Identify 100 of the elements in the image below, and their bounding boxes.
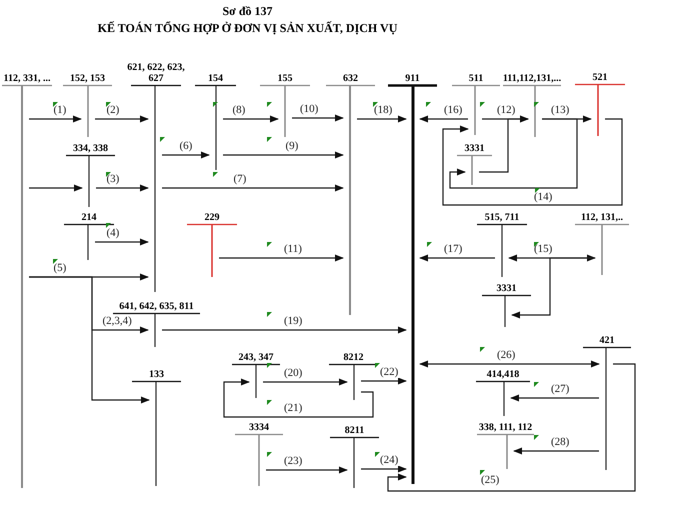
edge-label: (8) bbox=[232, 105, 246, 116]
t-account bbox=[482, 282, 531, 327]
edge-label: (20) bbox=[283, 368, 304, 379]
account-number: 155 bbox=[278, 73, 292, 84]
arrow bbox=[95, 238, 149, 246]
arrow bbox=[361, 465, 407, 473]
edge-label: (17) bbox=[443, 244, 464, 255]
arrow bbox=[223, 378, 374, 418]
account-number: 154 bbox=[208, 73, 223, 84]
account-number: 229 bbox=[204, 212, 220, 223]
arrow bbox=[29, 184, 83, 192]
account-number: 3331 bbox=[464, 143, 484, 154]
arrow bbox=[223, 115, 279, 123]
account-number: 641, 642, 635, 811 bbox=[119, 301, 194, 312]
arrow bbox=[510, 394, 599, 402]
edge-label: (2) bbox=[106, 105, 120, 116]
account-number: 152, 153 bbox=[70, 73, 105, 84]
edge-label: (2,3,4) bbox=[102, 316, 133, 327]
arrow bbox=[357, 115, 407, 123]
t-account bbox=[235, 421, 283, 486]
t-account bbox=[476, 368, 530, 416]
account-number: 911 bbox=[405, 73, 420, 84]
account-number: 243, 347 bbox=[238, 352, 274, 363]
arrow bbox=[95, 115, 149, 123]
edge-label: (26) bbox=[496, 350, 516, 361]
edge-label: (27) bbox=[550, 384, 570, 395]
arrow bbox=[266, 466, 348, 474]
arrow bbox=[479, 115, 529, 173]
account-number: 515, 711 bbox=[484, 212, 520, 223]
arrow bbox=[162, 184, 344, 192]
account-number: 414,418 bbox=[486, 369, 520, 380]
arrow bbox=[419, 115, 468, 123]
t-account bbox=[187, 211, 237, 277]
edge-label: (19) bbox=[283, 316, 304, 327]
edge-label: (12) bbox=[496, 105, 516, 116]
edge-label: (21) bbox=[283, 403, 304, 414]
t-account bbox=[326, 72, 375, 315]
account-number: 8211 bbox=[344, 425, 364, 436]
edge-label: (23) bbox=[283, 456, 304, 467]
edge-label: (1) bbox=[52, 105, 68, 116]
arrow bbox=[361, 377, 407, 385]
account-number: 421 bbox=[600, 335, 614, 346]
t-account bbox=[2, 72, 52, 488]
edge-label: (15) bbox=[533, 244, 554, 255]
edge-label: (3) bbox=[106, 174, 120, 185]
edge-label: (18) bbox=[373, 105, 394, 116]
edge-label: (16) bbox=[443, 105, 464, 116]
account-number: 8212 bbox=[344, 352, 364, 363]
arrow bbox=[442, 118, 623, 206]
arrow bbox=[513, 447, 599, 455]
edge-label: (6) bbox=[178, 141, 194, 152]
arrow bbox=[219, 254, 344, 262]
arrow bbox=[162, 151, 210, 159]
edge-label: (25) bbox=[480, 475, 500, 486]
t-account bbox=[132, 368, 181, 486]
account-number: 632 bbox=[343, 73, 358, 84]
account-number: 3334 bbox=[249, 422, 269, 433]
t-account bbox=[477, 211, 527, 277]
edge-label: (11) bbox=[283, 244, 303, 255]
t-account bbox=[232, 351, 280, 398]
arrow bbox=[419, 360, 600, 368]
account-number: 521 bbox=[592, 72, 608, 83]
arrow bbox=[29, 276, 150, 404]
arrow bbox=[419, 254, 495, 262]
t-account bbox=[457, 142, 492, 185]
arrow bbox=[511, 257, 595, 319]
t-account bbox=[575, 211, 629, 275]
diagram-number: Sơ đồ 137 bbox=[222, 4, 272, 18]
diagram-title: KẾ TOÁN TỔNG HỢP Ở ĐƠN VỊ SẢN XUẤT, DỊCH VỤ bbox=[98, 21, 398, 35]
t-account bbox=[330, 424, 379, 488]
edge-label: (7) bbox=[232, 174, 248, 185]
t-account bbox=[575, 71, 625, 136]
edge-label: (14) bbox=[533, 192, 554, 203]
edge-label: (10) bbox=[299, 104, 320, 115]
edge-label: (13) bbox=[550, 105, 570, 116]
arrow bbox=[292, 114, 344, 122]
t-account bbox=[477, 421, 534, 469]
account-number: 621, 622, 623, 627 bbox=[126, 62, 186, 84]
account-number: 214 bbox=[82, 212, 96, 223]
arrow bbox=[223, 151, 344, 159]
arrow bbox=[263, 378, 348, 386]
t-account bbox=[583, 334, 631, 470]
edge-label: (28) bbox=[550, 437, 570, 448]
t-account bbox=[329, 351, 378, 400]
account-number: 338, 111, 112 bbox=[478, 422, 532, 433]
edge-label: (24) bbox=[379, 455, 400, 466]
account-number: 511 bbox=[468, 73, 484, 84]
arrow bbox=[96, 184, 149, 192]
arrow bbox=[449, 118, 578, 189]
arrow bbox=[508, 254, 596, 262]
arrow bbox=[387, 363, 636, 492]
account-number: 112, 131,.. bbox=[581, 212, 623, 223]
account-number: 334, 338 bbox=[73, 143, 108, 154]
edge-label: (5) bbox=[52, 263, 68, 274]
arrow bbox=[162, 326, 407, 334]
arrow bbox=[29, 115, 82, 123]
edge-label: (4) bbox=[106, 228, 120, 239]
account-number: 112, 331, ... bbox=[4, 73, 50, 84]
edge-label: (22) bbox=[379, 367, 400, 378]
account-number: 111,112,131,... bbox=[502, 73, 562, 84]
